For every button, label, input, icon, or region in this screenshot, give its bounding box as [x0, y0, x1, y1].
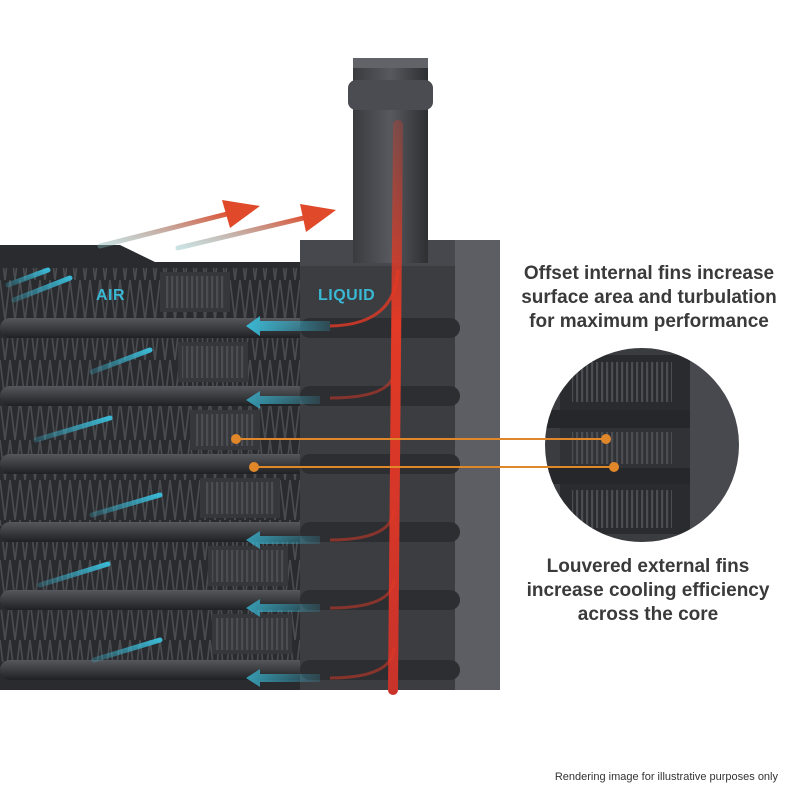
callout-leader-lines	[231, 434, 619, 472]
internal-fins-caption: Offset internal fins increase surface ar…	[510, 262, 788, 334]
external-fins-caption: Louvered external fins increase cooling …	[512, 555, 784, 627]
inlet-pipe	[348, 58, 433, 263]
liquid-label: LIQUID	[318, 287, 376, 304]
air-label: AIR	[96, 287, 126, 304]
liquid-flow-arrows	[246, 316, 330, 687]
caption-line: surface area and turbulation	[521, 287, 777, 308]
exhaust-air-arrows	[97, 200, 336, 251]
leader-dot	[609, 462, 619, 472]
caption-line: increase cooling efficiency	[526, 580, 770, 601]
air-flow-arrows	[5, 267, 163, 663]
leader-dot	[601, 434, 611, 444]
hot-liquid-flow	[329, 120, 403, 695]
leader-dot	[231, 434, 241, 444]
caption-line: Offset internal fins increase	[523, 263, 775, 284]
internal-fin-blocks	[160, 272, 292, 654]
disclaimer-footnote: Rendering image for illustrative purpose…	[554, 771, 778, 783]
caption-line: for maximum performance	[529, 311, 769, 332]
zoom-inset	[543, 346, 741, 544]
leader-dot	[249, 462, 259, 472]
caption-line: Louvered external fins	[546, 556, 750, 577]
caption-line: across the core	[577, 604, 719, 625]
